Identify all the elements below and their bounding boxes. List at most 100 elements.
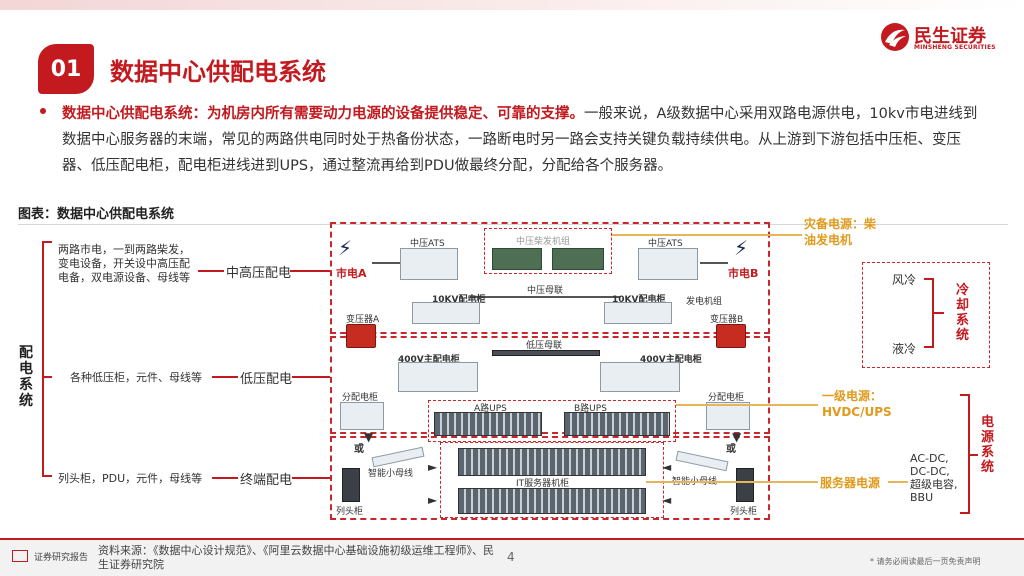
power-pylon-icon: ⚡ bbox=[338, 236, 353, 260]
backup-power-connector bbox=[612, 234, 802, 236]
server-power-label: 服务器电源 bbox=[820, 476, 881, 490]
it-rack-row-bottom bbox=[458, 488, 646, 514]
mv-ats-right-cabinet bbox=[638, 248, 698, 280]
backup-power-label: 灾备电源：柴油发电机 bbox=[804, 217, 877, 247]
book-icon bbox=[12, 550, 28, 562]
transformer-b bbox=[716, 324, 746, 348]
down-arrow-icon: ▼ bbox=[364, 430, 374, 444]
top-band bbox=[0, 0, 1024, 10]
mv-bus-tie-line bbox=[470, 296, 620, 298]
right-arrow-icon: ► bbox=[428, 460, 438, 474]
server-power-connector-right bbox=[888, 481, 908, 483]
logo-chinese-name: 民生证券 bbox=[914, 26, 986, 47]
power-items-list: AC-DC, DC-DC, 超级电容, BBU bbox=[910, 452, 958, 504]
it-rack-zone-box bbox=[440, 442, 664, 518]
ups-zone-box bbox=[428, 400, 676, 442]
distribution-system-text: 配电系统 bbox=[19, 345, 33, 409]
left-group-bracket-mid bbox=[42, 376, 52, 378]
lv-main-right-cabinet bbox=[600, 362, 680, 392]
primary-power-label: 一级电源：HVDC/UPS bbox=[822, 389, 892, 419]
mv-bus-tie-label: 中压母联 bbox=[527, 286, 564, 296]
dist-right-cabinet bbox=[706, 402, 750, 430]
level-mv-connector-right bbox=[290, 270, 330, 272]
bullet-dot bbox=[40, 108, 46, 114]
kv10-right-label: 10KV配电柜 bbox=[612, 295, 666, 305]
minsheng-logo-icon bbox=[881, 23, 909, 51]
footer-divider bbox=[0, 538, 1024, 540]
power-system-bracket bbox=[960, 394, 970, 514]
transformer-b-label: 变压器B bbox=[710, 315, 744, 325]
power-system-text: 电源系统 bbox=[980, 415, 994, 475]
power-system-bracket-mid bbox=[970, 454, 978, 456]
or-right-label: 或 bbox=[726, 444, 736, 455]
diesel-generator-right bbox=[552, 248, 604, 270]
ups-b-label: B路UPS bbox=[574, 404, 607, 414]
level-terminal-label: 终端配电 bbox=[240, 473, 293, 488]
lv-zone-box bbox=[330, 336, 770, 434]
mv-ats-left-cabinet bbox=[400, 248, 458, 280]
power-system-label: 电源系统 bbox=[980, 415, 995, 475]
terminal-zone-box bbox=[330, 436, 770, 520]
intro-paragraph: 数据中心供配电系统：为机房内所有需要动力电源的设备提供稳定、可靠的支撑。一般来说… bbox=[62, 101, 982, 179]
intro-highlight: 数据中心供配电系统：为机房内所有需要动力电源的设备提供稳定、可靠的支撑。 bbox=[62, 106, 584, 122]
server-power-connector bbox=[646, 481, 818, 483]
left-group-bracket bbox=[42, 241, 52, 477]
level-mv-desc-line: 电备，双电源设备、母线等 bbox=[58, 271, 190, 284]
report-label: 证券研究报告 bbox=[34, 553, 89, 563]
lv-main-left-cabinet bbox=[398, 362, 478, 392]
figure-divider bbox=[18, 224, 1008, 225]
grid-a-line bbox=[372, 262, 400, 264]
column-head-right-cabinet bbox=[736, 468, 754, 502]
left-arrow-icon: ◄ bbox=[662, 493, 672, 507]
page-number: 4 bbox=[507, 550, 515, 564]
power-item: BBU bbox=[910, 491, 934, 504]
kv10-right-cabinet bbox=[604, 302, 672, 324]
cooling-system-box bbox=[862, 262, 990, 368]
level-lv-desc: 各种低压柜，元件、母线等 bbox=[70, 371, 202, 384]
level-mv-desc-line: 两路市电，一到两路柴发， bbox=[58, 243, 190, 256]
level-terminal-connector-right bbox=[292, 477, 330, 479]
lv-main-right-label: 400V主配电柜 bbox=[640, 355, 702, 365]
generator-zone-box bbox=[484, 228, 612, 274]
transformer-a-label: 变压器A bbox=[346, 315, 380, 325]
level-lv-connector bbox=[212, 376, 238, 378]
it-rack-row-top bbox=[458, 448, 646, 476]
cooling-item-air: 风冷 bbox=[892, 273, 917, 287]
lv-main-left-label: 400V主配电柜 bbox=[398, 355, 460, 365]
footer-band bbox=[0, 540, 1024, 576]
level-mv-connector bbox=[198, 270, 224, 272]
ups-a-rack bbox=[434, 412, 542, 436]
level-lv-connector-right bbox=[292, 376, 330, 378]
lv-bus-tie-bar bbox=[492, 350, 600, 356]
ups-b-rack bbox=[564, 412, 670, 436]
kv10-left-label: 10KV配电柜 bbox=[432, 295, 486, 305]
level-mv-desc-line: 变电设备，开关设中高压配 bbox=[58, 257, 190, 270]
section-number-badge: 01 bbox=[38, 44, 94, 94]
right-arrow-icon: ► bbox=[428, 493, 438, 507]
mv-ats-right-label: 中压ATS bbox=[648, 239, 683, 249]
power-pylon-icon: ⚡ bbox=[734, 236, 749, 260]
kv10-left-cabinet bbox=[412, 302, 480, 324]
transformer-a bbox=[346, 324, 376, 348]
level-lv-label: 低压配电 bbox=[240, 372, 293, 387]
column-head-left-label: 列头柜 bbox=[336, 507, 364, 517]
dist-left-label: 分配电柜 bbox=[342, 393, 379, 403]
power-item: 超级电容, bbox=[910, 478, 958, 491]
or-left-label: 或 bbox=[354, 444, 364, 455]
ups-a-label: A路UPS bbox=[474, 404, 507, 414]
grid-a-label: 市电A bbox=[336, 267, 367, 280]
level-terminal-connector bbox=[212, 477, 238, 479]
column-head-right-label: 列头柜 bbox=[730, 507, 758, 517]
it-rack-label: IT服务器机柜 bbox=[516, 479, 570, 489]
cooling-system-label: 冷却系统 bbox=[955, 283, 970, 343]
cooling-system-text: 冷却系统 bbox=[955, 283, 969, 343]
left-arrow-icon: ◄ bbox=[662, 460, 672, 474]
mv-zone-box bbox=[330, 222, 770, 334]
distribution-system-label: 配电系统 bbox=[18, 345, 34, 409]
intro-text: 一般来说，A级数据中心采用双路电源供电，10kv市电进线到数据中心服务器的末端，… bbox=[62, 106, 978, 174]
dist-left-cabinet bbox=[340, 402, 384, 430]
primary-power-connector bbox=[676, 404, 818, 406]
level-mv-desc: 两路市电，一到两路柴发， 变电设备，开关设中高压配 电备，双电源设备、母线等 bbox=[58, 243, 190, 285]
source-note: 资料来源：《数据中心设计规范》、《阿里云数据中心基础设施初级运维工程师》、民生证… bbox=[98, 544, 494, 571]
brand-logo: 民生证券 MINSHENG SECURITIES bbox=[880, 22, 1000, 56]
